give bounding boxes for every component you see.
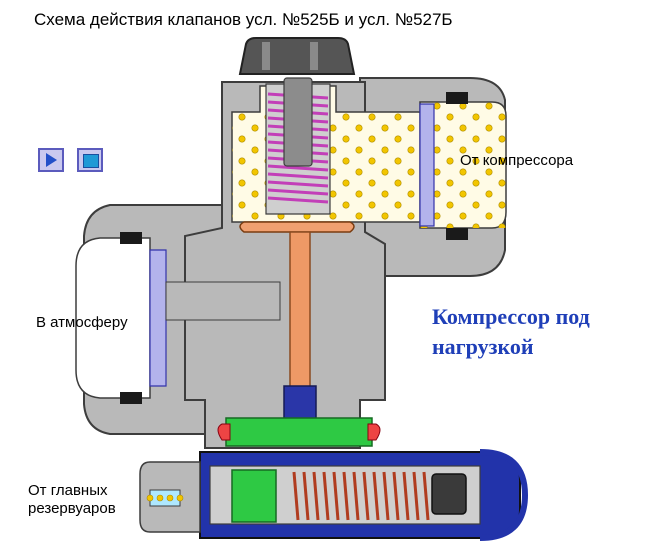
label-to-atmosphere: В атмосферу [36, 314, 128, 331]
reservoir-inlet [149, 489, 181, 507]
label-from-reservoirs-line1: От главных [28, 482, 108, 499]
play-button[interactable] [38, 148, 64, 172]
piston-cup-right [367, 423, 381, 441]
valve-disc [239, 221, 355, 233]
spring-guide [283, 77, 313, 167]
label-from-reservoirs-line2: резервуаров [28, 500, 116, 517]
atmosphere-passage [75, 237, 151, 399]
state-caption-line2: нагрузкой [432, 334, 534, 359]
green-piston [225, 417, 373, 447]
inlet-seal-bottom [446, 228, 468, 240]
adjusting-screw [431, 473, 467, 515]
outlet-seal-top [120, 232, 142, 244]
cap-nut-highlight [262, 42, 270, 70]
outlet-seal-bottom [120, 392, 142, 404]
cap-nut-highlight [310, 42, 318, 70]
internal-channel [165, 281, 281, 321]
label-from-compressor: От компрессора [460, 152, 574, 169]
reservoir-air-dots [146, 494, 184, 502]
piston-cup-left [217, 423, 231, 441]
lower-end-loop [479, 449, 529, 541]
inlet-liner [419, 103, 435, 227]
outlet-liner [149, 249, 167, 387]
diagram-title: Схема действия клапанов усл. №525Б и усл… [34, 10, 453, 29]
state-caption: Компрессор под нагрузкой [432, 302, 590, 362]
state-caption-line1: Компрессор под [432, 304, 590, 329]
lower-green-valve [231, 469, 277, 523]
valve-stem [289, 231, 311, 391]
cap-nut [238, 37, 356, 75]
stop-button[interactable] [77, 148, 103, 172]
play-icon [46, 153, 57, 167]
stop-icon [83, 154, 99, 168]
inlet-seal-top [446, 92, 468, 104]
lower-spring [292, 471, 430, 521]
